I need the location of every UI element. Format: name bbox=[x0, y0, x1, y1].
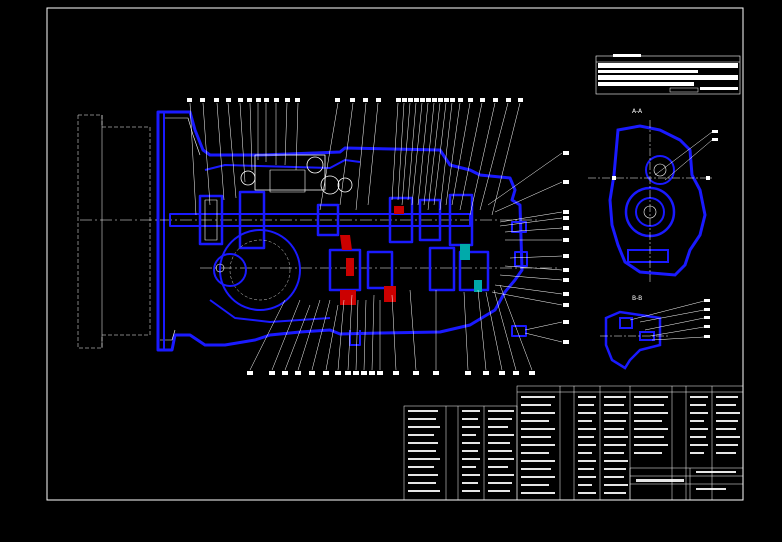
part-balloons-bottom bbox=[247, 371, 535, 375]
sheet-border bbox=[46, 7, 744, 501]
part-leader-lines-top bbox=[189, 102, 521, 216]
parts-list-text-rows bbox=[408, 396, 740, 494]
part-leader-lines-bottom bbox=[249, 284, 533, 371]
part-balloons-right bbox=[563, 151, 569, 344]
section-a-a-label: A-A bbox=[632, 108, 643, 115]
section-a-a-view: A-A bbox=[588, 108, 718, 282]
part-leader-lines-right bbox=[487, 152, 563, 343]
section-b-b-label: B-B bbox=[632, 295, 642, 302]
gearbox-main-view bbox=[77, 110, 560, 352]
section-b-b-view: B-B bbox=[600, 295, 710, 370]
part-balloons-top bbox=[187, 98, 523, 102]
technical-requirements-block bbox=[595, 54, 741, 95]
parts-list-table bbox=[403, 385, 744, 501]
